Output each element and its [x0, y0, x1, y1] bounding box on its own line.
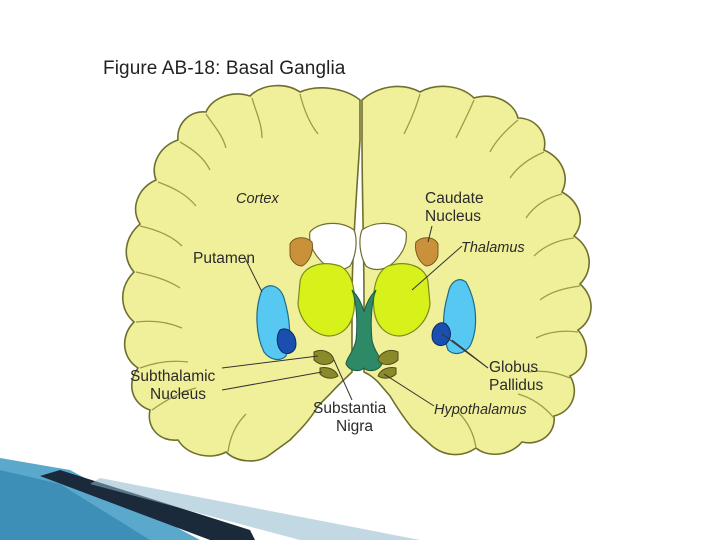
- label-globus-line1: Globus: [489, 359, 538, 376]
- globus-pallidus-right: [431, 322, 451, 347]
- label-thalamus: Thalamus: [461, 240, 525, 256]
- caudate-right: [415, 237, 439, 267]
- label-substantia-line1: Substantia: [313, 400, 387, 417]
- label-subthalamic-line1: Subthalamic: [130, 368, 216, 385]
- slide-corner-decoration: [0, 458, 420, 540]
- label-putamen: Putamen: [193, 250, 255, 267]
- label-caudate-line2: Nucleus: [425, 208, 481, 225]
- globus-pallidus-left: [276, 328, 297, 355]
- right-sulci: [403, 93, 581, 449]
- substantia-nigra-right: [377, 349, 399, 365]
- ventricles: [309, 222, 407, 271]
- figure-title: Figure AB-18: Basal Ganglia: [103, 58, 346, 79]
- label-caudate-line1: Caudate: [425, 190, 484, 207]
- right-hemisphere: [361, 85, 592, 456]
- leader-lines: [221, 225, 489, 407]
- thalamus: [297, 263, 431, 337]
- putamen-right: [442, 279, 477, 355]
- label-subthalamic-line2: Nucleus: [150, 386, 206, 403]
- label-substantia-line2: Nigra: [336, 418, 373, 435]
- label-hypothalamus: Hypothalamus: [434, 402, 527, 418]
- left-sulci: [135, 93, 319, 453]
- label-cortex: Cortex: [236, 191, 279, 207]
- label-globus-line2: Pallidus: [489, 377, 544, 394]
- subthalamic-nucleus-left: [319, 367, 339, 379]
- subthalamic-nucleus-right: [377, 367, 397, 379]
- caudate-left: [289, 237, 313, 267]
- left-hemisphere: [121, 84, 361, 462]
